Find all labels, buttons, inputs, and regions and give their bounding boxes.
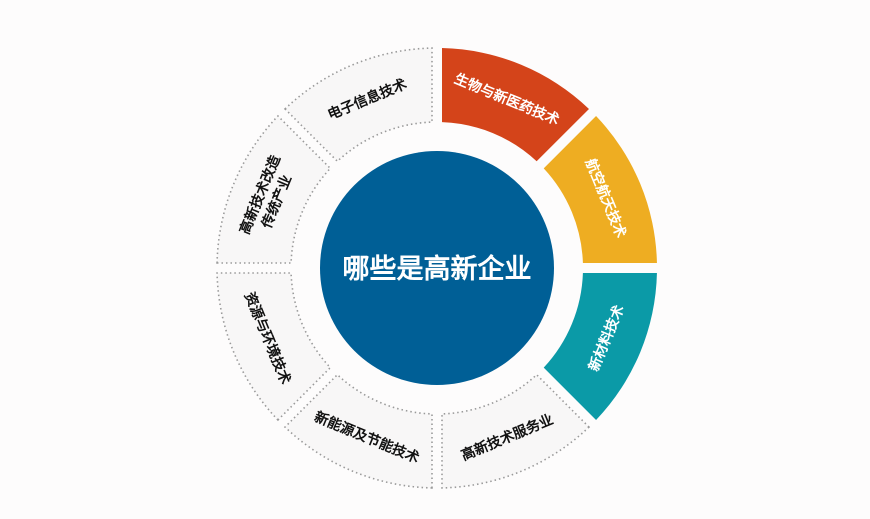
segment-4 (283, 373, 433, 489)
segment-3 (441, 373, 591, 489)
segment-1 (543, 116, 657, 263)
segment-5 (216, 272, 332, 422)
segment-6 (216, 114, 332, 264)
segment-0 (442, 48, 589, 162)
center-title: 哪些是高新企业 (343, 253, 532, 285)
center-circle (320, 151, 554, 385)
segment-7 (283, 47, 433, 163)
segment-2 (543, 273, 657, 420)
